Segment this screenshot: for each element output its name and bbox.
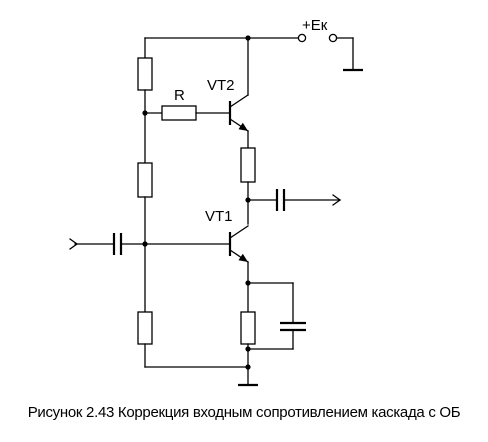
- emitter-bypass-capacitor: [245, 282, 306, 352]
- bias-divider-chain: [137, 37, 153, 368]
- output-coupling-capacitor: [247, 189, 341, 211]
- supply-rail: [144, 35, 299, 41]
- ground-rail: [144, 364, 251, 385]
- bias-resistor-middle: [137, 162, 153, 198]
- resistor-r-label: R: [174, 87, 185, 104]
- bias-resistor-top: [137, 57, 153, 91]
- supply-voltage-label: +Eк: [302, 17, 328, 34]
- load-resistor: [240, 147, 256, 225]
- resistor-r: [144, 105, 230, 121]
- transistor-vt1: [228, 225, 251, 313]
- emitter-resistor: [240, 311, 256, 368]
- transistor-vt2: [228, 37, 249, 149]
- supply-switch: [297, 33, 354, 71]
- output-arrow-icon: [332, 194, 342, 206]
- bias-resistor-bottom: [137, 311, 153, 345]
- transistor-vt2-label: VT2: [207, 77, 235, 94]
- figure-caption: Рисунок 2.43 Коррекция входным сопротивл…: [27, 404, 461, 421]
- circuit-schematic: +Eк R VT2: [69, 17, 363, 387]
- transistor-vt1-label: VT1: [205, 208, 233, 225]
- input-coupling-capacitor: [74, 233, 230, 255]
